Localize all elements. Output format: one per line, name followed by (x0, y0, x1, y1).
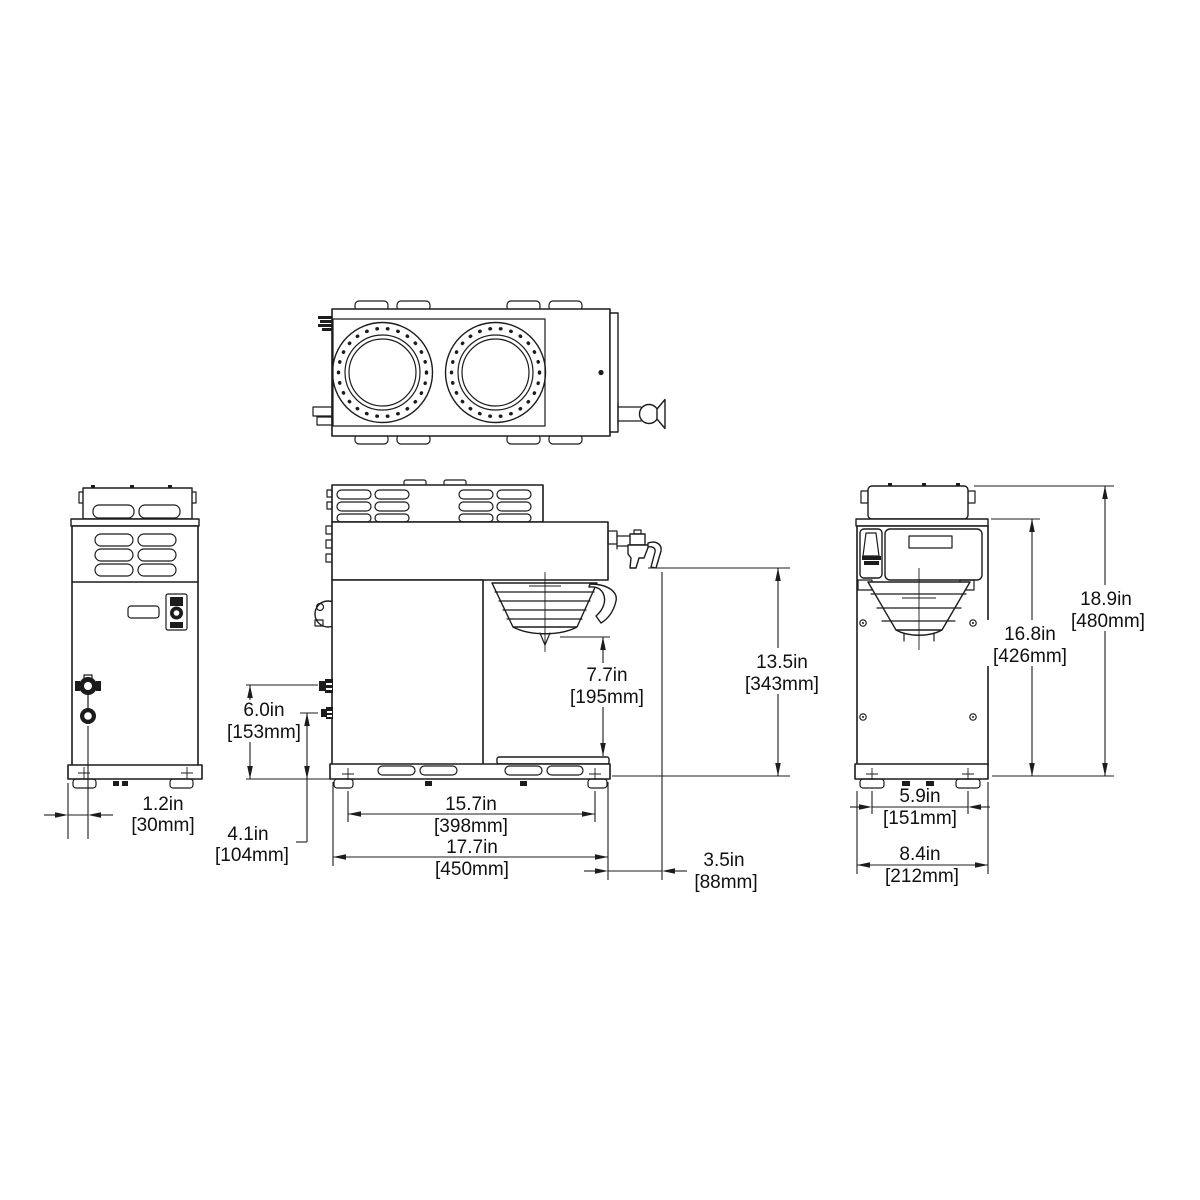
warmer-plate-left (331, 321, 434, 424)
side-inlet-lower (321, 707, 333, 719)
side-cabinet (331, 579, 484, 766)
side-top-housing (331, 484, 544, 523)
dim-overall-width: 8.4in [212mm] (856, 782, 989, 887)
dim-inlet-lower: 4.1in [104mm] (215, 712, 318, 866)
side-head (331, 521, 609, 581)
dim-body-height-in: 16.8in (1004, 624, 1056, 645)
rating-label (127, 605, 160, 619)
dim-overall-depth: 17.7in [450mm] (332, 782, 609, 880)
dim-foot-span-depth-in: 15.7in (445, 794, 497, 815)
front-header (859, 528, 983, 581)
dim-overall-depth-mm: [450mm] (435, 859, 509, 880)
dim-body-height-mm: [426mm] (993, 646, 1067, 667)
dim-body-height: 16.8in [426mm] (982, 518, 1114, 777)
side-brew-funnel (491, 572, 617, 652)
dim-inlet-upper-in: 6.0in (243, 700, 284, 721)
top-view-end-cap (609, 312, 619, 433)
faucet-handle (647, 541, 662, 569)
knob-tab (314, 619, 324, 627)
control-panel (884, 528, 983, 581)
top-view-screw (598, 369, 604, 376)
dim-rear-offset-in: 1.2in (142, 794, 183, 815)
dim-faucet-projection-mm: [88mm] (694, 872, 757, 893)
dim-inlet-lower-in: 4.1in (227, 824, 268, 845)
dim-overall-height-mm: [480mm] (1071, 611, 1145, 632)
front-flange (855, 518, 989, 527)
top-view-drain-fitting (312, 406, 333, 426)
side-view (314, 479, 662, 789)
dim-funnel-clearance: 7.7in [195mm] (560, 636, 650, 756)
front-view (854, 483, 989, 789)
top-view (312, 300, 666, 445)
side-faucet (607, 529, 662, 569)
rear-view (67, 485, 203, 789)
funnel-handle (588, 583, 617, 624)
knob-detail (315, 602, 325, 612)
rear-water-inlet-port (80, 708, 96, 724)
dim-faucet-clearance-in: 13.5in (756, 652, 808, 673)
dim-rear-offset: 1.2in [30mm] (44, 726, 195, 839)
front-faucet (862, 532, 881, 565)
rear-flange (70, 518, 200, 527)
dim-foot-span-depth-mm: [398mm] (434, 816, 508, 837)
side-edge-nubs (325, 489, 333, 563)
dim-faucet-clearance-mm: [343mm] (745, 674, 819, 695)
rear-body (71, 525, 199, 767)
dim-foot-span-width-in: 5.9in (899, 786, 940, 807)
top-view-body (331, 308, 611, 437)
dim-funnel-clearance-mm: [195mm] (570, 687, 644, 708)
dim-overall-width-mm: [212mm] (885, 866, 959, 887)
dim-inlet-lower-mm: [104mm] (215, 845, 289, 866)
top-view-inlet-fitting (318, 316, 332, 331)
dim-faucet-projection-in: 3.5in (703, 850, 744, 871)
power-switch (165, 593, 188, 631)
side-base (329, 756, 611, 789)
dim-inlet-upper: 6.0in [153mm] (226, 684, 330, 780)
dim-faucet-projection: 3.5in [88mm] (584, 572, 758, 893)
dim-foot-span-width: 5.9in [151mm] (850, 786, 990, 829)
top-view-faucet (617, 398, 666, 430)
dim-overall-height-in: 18.9in (1080, 589, 1132, 610)
front-cap (860, 483, 976, 520)
rear-cap (78, 485, 197, 520)
dim-inlet-upper-mm: [153mm] (227, 722, 301, 743)
dim-overall-height: 18.9in [480mm] (974, 485, 1158, 776)
dim-overall-width-in: 8.4in (899, 844, 940, 865)
rear-base (67, 764, 203, 789)
side-inlet-upper (319, 679, 333, 693)
rear-water-inlet-flange (75, 674, 101, 695)
front-base (854, 763, 989, 789)
dim-faucet-clearance: 13.5in [343mm] (612, 567, 830, 777)
faucet-recess (859, 528, 883, 579)
rear-vent-louvers (94, 533, 177, 577)
switch-plate (908, 535, 953, 549)
front-screws (859, 619, 977, 721)
dim-foot-span-width-mm: [151mm] (883, 808, 957, 829)
dim-funnel-clearance-in: 7.7in (586, 665, 627, 686)
drip-tray (496, 756, 610, 765)
dim-overall-depth-in: 17.7in (446, 837, 498, 858)
dim-rear-offset-mm: [30mm] (131, 815, 194, 836)
warmer-plate-right (444, 321, 547, 424)
front-brew-funnel (857, 568, 975, 650)
dim-foot-span-depth: 15.7in [398mm] (347, 791, 596, 837)
